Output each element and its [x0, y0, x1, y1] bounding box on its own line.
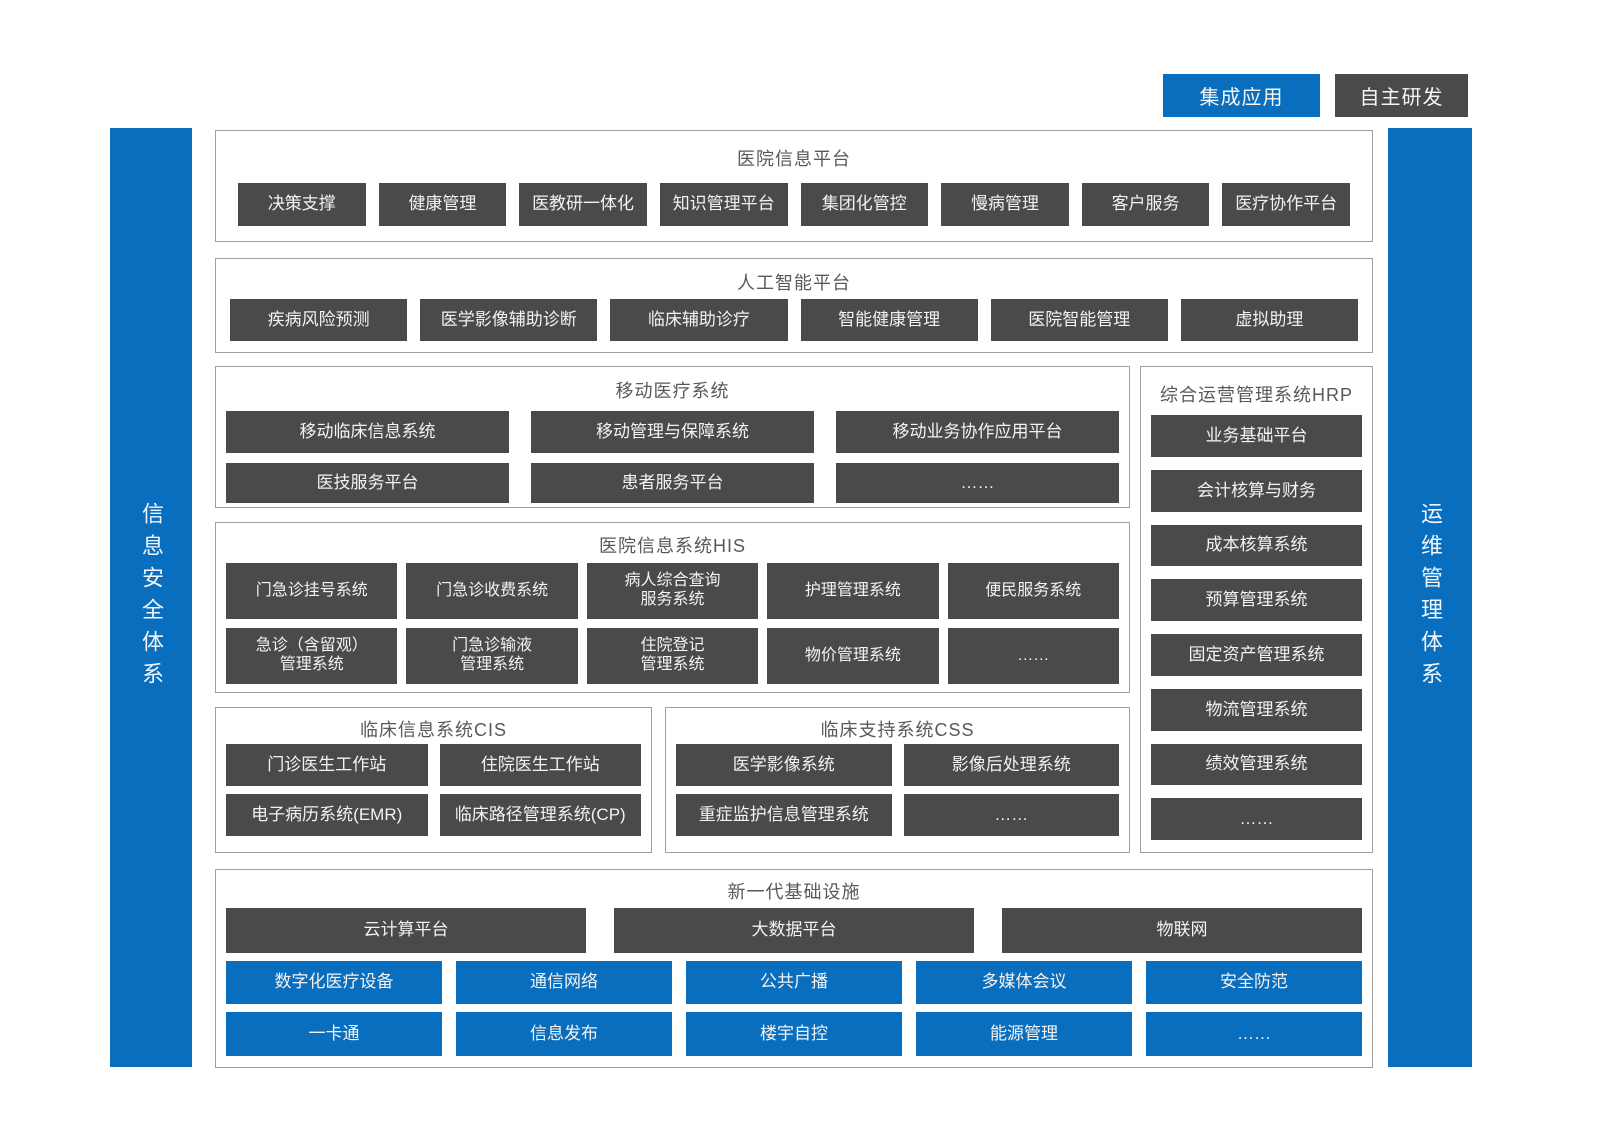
infra-item: 安全防范: [1146, 961, 1362, 1004]
section-ai-platform: 人工智能平台 疾病风险预测医学影像辅助诊断临床辅助诊疗智能健康管理医院智能管理虚…: [215, 258, 1373, 353]
section-his: 医院信息系统HIS 门急诊挂号系统门急诊收费系统病人综合查询 服务系统护理管理系…: [215, 522, 1130, 693]
section-mobile-medical: 移动医疗系统 移动临床信息系统移动管理与保障系统移动业务协作应用平台 医技服务平…: [215, 366, 1130, 508]
platform-item: 知识管理平台: [659, 183, 788, 226]
css-item: ……: [903, 794, 1119, 836]
mobile-item: ……: [836, 463, 1119, 503]
section-css: 临床支持系统CSS 医学影像系统影像后处理系统 重症监护信息管理系统 ……: [665, 707, 1130, 853]
infra-item: 信息发布: [456, 1012, 672, 1056]
section-infrastructure: 新一代基础设施 云计算平台大数据平台物联网 数字化医疗设备通信网络公共广播多媒体…: [215, 869, 1373, 1068]
infra-item: 一卡通: [226, 1012, 442, 1056]
his-item: 住院登记 管理系统: [586, 628, 759, 684]
his-item: ……: [947, 628, 1119, 684]
section-title: 医院信息平台: [737, 149, 851, 169]
infra-blue-row-1: 数字化医疗设备通信网络公共广播多媒体会议安全防范: [226, 961, 1362, 1004]
mobile-row-2: 医技服务平台患者服务平台 ……: [226, 463, 1119, 503]
infra-platform-item: 物联网: [1002, 908, 1362, 953]
his-item: 门急诊挂号系统: [226, 563, 398, 619]
infra-platform-item: 云计算平台: [226, 908, 586, 953]
his-item: 物价管理系统: [767, 628, 939, 684]
his-item: 急诊（含留观） 管理系统: [226, 628, 398, 684]
platform-item: 集团化管控: [800, 183, 929, 226]
hrp-item: 物流管理系统: [1151, 688, 1362, 731]
cis-item: 电子病历系统(EMR): [226, 794, 428, 836]
section-title: 移动医疗系统: [615, 381, 730, 401]
hrp-item: 业务基础平台: [1151, 415, 1362, 457]
infra-item: 通信网络: [456, 961, 672, 1004]
css-item: 医学影像系统: [676, 744, 892, 786]
cis-item: 临床路径管理系统(CP): [439, 794, 641, 836]
platform-items-row: 决策支撑健康管理医教研一体化知识管理平台集团化管控慢病管理客户服务医疗协作平台: [238, 183, 1350, 226]
infra-item: ……: [1146, 1012, 1362, 1056]
section-title: 新一代基础设施: [727, 882, 861, 902]
infra-item: 能源管理: [916, 1012, 1132, 1056]
section-title: 人工智能平台: [737, 273, 851, 293]
ai-items-row: 疾病风险预测医学影像辅助诊断临床辅助诊疗智能健康管理医院智能管理虚拟助理: [230, 299, 1358, 341]
his-item: 门急诊输液 管理系统: [406, 628, 578, 684]
hrp-item: ……: [1151, 798, 1362, 840]
infra-platform-item: 大数据平台: [614, 908, 974, 953]
css-row-2: 重症监护信息管理系统 ……: [676, 794, 1119, 836]
platform-item: 健康管理: [378, 183, 507, 226]
his-row-1: 门急诊挂号系统门急诊收费系统病人综合查询 服务系统护理管理系统便民服务系统: [226, 563, 1119, 619]
ai-item: 临床辅助诊疗: [610, 299, 788, 341]
ai-item: 医院智能管理: [990, 299, 1168, 341]
section-title: 临床支持系统CSS: [820, 720, 975, 740]
legend-self-developed: 自主研发: [1335, 74, 1468, 117]
mobile-item: 移动管理与保障系统: [531, 411, 814, 453]
pillar-ops-management: 运维管理体系: [1388, 128, 1472, 1067]
hrp-items-column: 业务基础平台会计核算与财务成本核算系统预算管理系统固定资产管理系统物流管理系统绩…: [1151, 415, 1362, 840]
his-item: 病人综合查询 服务系统: [586, 563, 759, 619]
platform-item: 医教研一体化: [519, 183, 647, 226]
ai-item: 虚拟助理: [1180, 299, 1358, 341]
infra-item: 楼宇自控: [686, 1012, 902, 1056]
hrp-item: 成本核算系统: [1151, 524, 1362, 567]
cis-row-2: 电子病历系统(EMR) 临床路径管理系统(CP): [226, 794, 641, 836]
css-item: 影像后处理系统: [903, 744, 1119, 786]
mobile-item: 移动业务协作应用平台: [836, 411, 1119, 453]
ai-item: 疾病风险预测: [230, 299, 408, 341]
cis-item: 门诊医生工作站: [226, 744, 428, 786]
hrp-item: 会计核算与财务: [1151, 469, 1362, 512]
section-cis: 临床信息系统CIS 门诊医生工作站住院医生工作站 电子病历系统(EMR) 临床路径…: [215, 707, 652, 853]
section-title: 临床信息系统CIS: [359, 720, 507, 740]
platform-item: 决策支撑: [238, 183, 366, 226]
section-hospital-info-platform: 医院信息平台 决策支撑健康管理医教研一体化知识管理平台集团化管控慢病管理客户服务…: [215, 130, 1373, 242]
mobile-item: 医技服务平台: [226, 463, 509, 503]
infra-dark-row: 云计算平台大数据平台物联网: [226, 908, 1362, 953]
mobile-row-1: 移动临床信息系统移动管理与保障系统移动业务协作应用平台: [226, 411, 1119, 453]
his-item: 护理管理系统: [767, 563, 939, 619]
mobile-item: 移动临床信息系统: [226, 411, 509, 453]
mobile-item: 患者服务平台: [531, 463, 814, 503]
cis-row-1: 门诊医生工作站住院医生工作站: [226, 744, 641, 786]
infra-item: 多媒体会议: [916, 961, 1132, 1004]
legend-integrated-app: 集成应用: [1163, 74, 1320, 117]
hrp-item: 预算管理系统: [1151, 579, 1362, 621]
section-title: 综合运营管理系统HRP: [1159, 385, 1353, 405]
his-row-2: 急诊（含留观） 管理系统门急诊输液 管理系统住院登记 管理系统物价管理系统……: [226, 628, 1119, 684]
section-title: 医院信息系统HIS: [598, 536, 746, 556]
platform-item: 客户服务: [1081, 183, 1210, 226]
cis-item: 住院医生工作站: [439, 744, 641, 786]
css-item: 重症监护信息管理系统: [676, 794, 892, 836]
his-item: 便民服务系统: [947, 563, 1119, 619]
platform-item: 慢病管理: [941, 183, 1069, 226]
hrp-item: 绩效管理系统: [1151, 743, 1362, 786]
css-row-1: 医学影像系统影像后处理系统: [676, 744, 1119, 786]
platform-item: 医疗协作平台: [1222, 183, 1350, 226]
hrp-item: 固定资产管理系统: [1151, 634, 1362, 676]
infra-blue-row-2: 一卡通信息发布楼宇自控能源管理 ……: [226, 1012, 1362, 1056]
ai-item: 医学影像辅助诊断: [420, 299, 598, 341]
his-item: 门急诊收费系统: [406, 563, 578, 619]
section-hrp: 综合运营管理系统HRP 业务基础平台会计核算与财务成本核算系统预算管理系统固定资…: [1140, 366, 1373, 853]
infra-item: 公共广播: [686, 961, 902, 1004]
pillar-information-security: 信息安全体系: [110, 128, 192, 1067]
ai-item: 智能健康管理: [800, 299, 978, 341]
infra-item: 数字化医疗设备: [226, 961, 442, 1004]
